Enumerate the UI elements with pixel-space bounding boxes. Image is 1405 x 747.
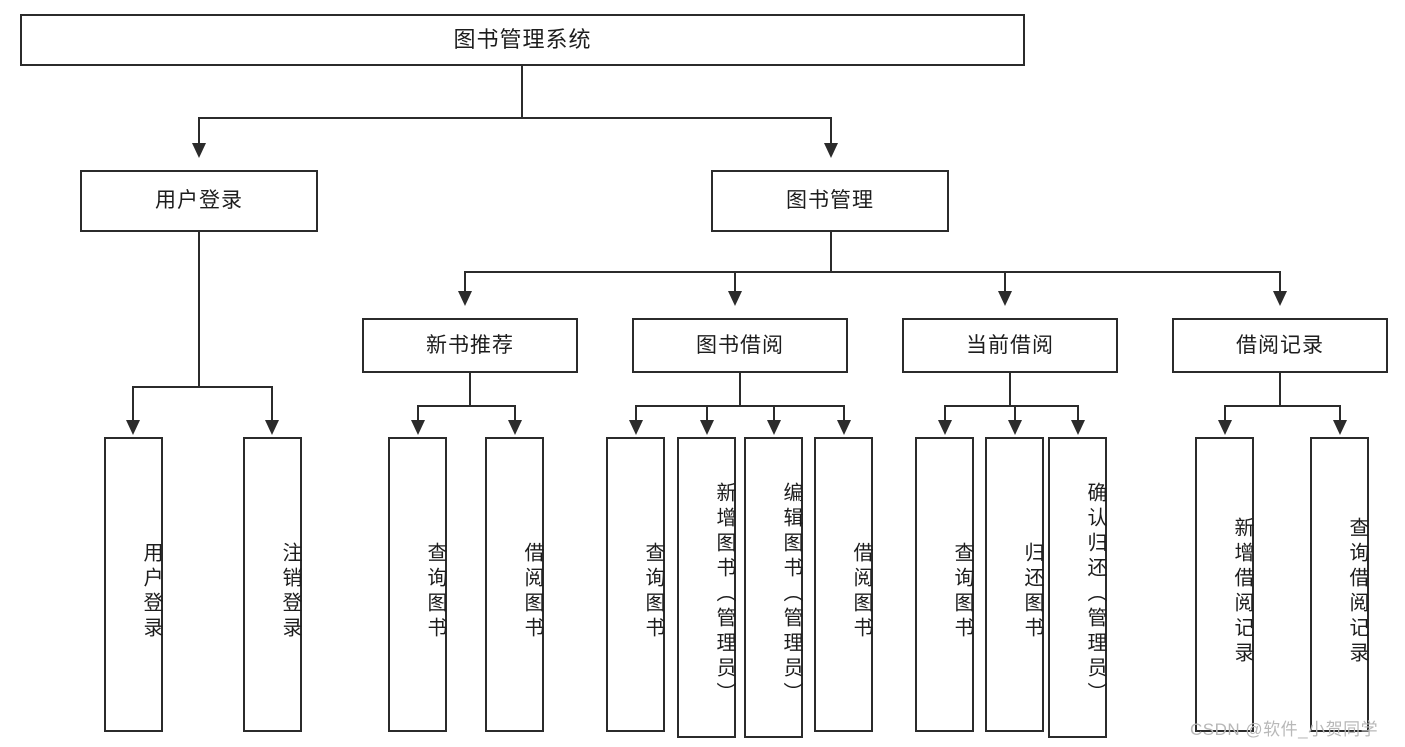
arrow-book-borrow-leaf4 <box>837 420 851 435</box>
leaf-borrow-record-add-record[interactable]: 新增借阅记录 <box>1195 437 1254 732</box>
node-label: 新书推荐 <box>426 333 514 357</box>
connector-root-to-book-mgmt <box>830 117 832 145</box>
arrow-book-borrow-leaf2 <box>700 420 714 435</box>
arrow-current-borrow-leaf2 <box>1008 420 1022 435</box>
connector-book-mgmt-to-current-borrow <box>1004 271 1006 293</box>
node-current-borrow[interactable]: 当前借阅 <box>902 318 1118 373</box>
node-label: 借阅图书 <box>850 541 872 642</box>
node-label: 查询图书 <box>424 541 446 642</box>
node-label: 用户登录 <box>140 541 162 642</box>
node-book-borrow[interactable]: 图书借阅 <box>632 318 848 373</box>
connector-borrow-record-leaf1 <box>1224 405 1226 422</box>
connector-root-stem <box>521 66 523 118</box>
arrow-borrow-record-leaf2 <box>1333 420 1347 435</box>
node-new-book-recommend[interactable]: 新书推荐 <box>362 318 578 373</box>
connector-new-book-stem <box>469 373 471 406</box>
arrow-user-login-leaf1 <box>126 420 140 435</box>
connector-current-borrow-leaf2 <box>1014 405 1016 422</box>
leaf-book-borrow-add-book-admin[interactable]: 新增图书（管理员） <box>677 437 736 738</box>
node-label: 图书借阅 <box>696 333 784 357</box>
leaf-book-borrow-query-books[interactable]: 查询图书 <box>606 437 665 732</box>
connector-current-borrow-stem <box>1009 373 1011 406</box>
arrow-new-book-leaf1 <box>411 420 425 435</box>
connector-borrow-record-leaf2 <box>1339 405 1341 422</box>
connector-book-borrow-leaf2 <box>706 405 708 422</box>
node-label: 当前借阅 <box>966 333 1054 357</box>
node-root-system[interactable]: 图书管理系统 <box>20 14 1025 66</box>
connector-book-borrow-leaf3 <box>773 405 775 422</box>
node-label: 归还图书 <box>1021 541 1043 642</box>
connector-book-borrow-leaf4 <box>843 405 845 422</box>
node-label: 新增借阅记录 <box>1231 516 1253 667</box>
leaf-book-borrow-edit-book-admin[interactable]: 编辑图书（管理员） <box>744 437 803 738</box>
arrow-borrow-record-leaf1 <box>1218 420 1232 435</box>
connector-book-borrow-bus <box>635 405 844 407</box>
arrow-new-book-leaf2 <box>508 420 522 435</box>
connector-new-book-leaf1 <box>417 405 419 422</box>
node-label: 注销登录 <box>279 541 301 642</box>
node-label: 新增图书（管理员） <box>713 482 735 707</box>
node-label: 借阅记录 <box>1236 333 1324 357</box>
leaf-borrow-record-query-record[interactable]: 查询借阅记录 <box>1310 437 1369 732</box>
arrow-book-borrow-leaf3 <box>767 420 781 435</box>
connector-book-mgmt-stem <box>830 232 832 272</box>
connector-root-to-user-login <box>198 117 200 145</box>
connector-user-login-stem <box>198 232 200 387</box>
node-borrow-record[interactable]: 借阅记录 <box>1172 318 1388 373</box>
leaf-new-book-query-books[interactable]: 查询图书 <box>388 437 447 732</box>
arrow-book-borrow-leaf1 <box>629 420 643 435</box>
node-user-login[interactable]: 用户登录 <box>80 170 318 232</box>
arrow-book-mgmt-to-book-borrow <box>728 291 742 306</box>
connector-current-borrow-bus <box>944 405 1077 407</box>
arrow-book-mgmt-to-new-book <box>458 291 472 306</box>
arrow-book-mgmt-to-current-borrow <box>998 291 1012 306</box>
connector-borrow-record-bus <box>1224 405 1340 407</box>
watermark-text: CSDN @软件_小贺同学 <box>1190 720 1379 739</box>
connector-book-borrow-leaf1 <box>635 405 637 422</box>
arrow-book-mgmt-to-borrow-record <box>1273 291 1287 306</box>
connector-book-mgmt-to-book-borrow <box>734 271 736 293</box>
node-label: 查询借阅记录 <box>1346 516 1368 667</box>
leaf-current-borrow-return-books[interactable]: 归还图书 <box>985 437 1044 732</box>
connector-current-borrow-leaf3 <box>1077 405 1079 422</box>
connector-new-book-leaf2 <box>514 405 516 422</box>
leaf-current-borrow-confirm-return-admin[interactable]: 确认归还（管理员） <box>1048 437 1107 738</box>
connector-user-login-leaf2 <box>271 386 273 422</box>
node-label: 图书管理系统 <box>453 26 592 52</box>
leaf-book-borrow-borrow-books[interactable]: 借阅图书 <box>814 437 873 732</box>
node-label: 查询图书 <box>642 541 664 642</box>
arrow-current-borrow-leaf3 <box>1071 420 1085 435</box>
node-label: 查询图书 <box>951 541 973 642</box>
connector-book-mgmt-to-new-book <box>464 271 466 293</box>
connector-user-login-bus <box>132 386 272 388</box>
connector-user-login-leaf1 <box>132 386 134 422</box>
arrow-user-login-leaf2 <box>265 420 279 435</box>
connector-borrow-record-stem <box>1279 373 1281 406</box>
leaf-new-book-borrow-books[interactable]: 借阅图书 <box>485 437 544 732</box>
node-label: 借阅图书 <box>521 541 543 642</box>
arrow-root-to-book-mgmt <box>824 143 838 158</box>
node-label: 编辑图书（管理员） <box>780 482 802 707</box>
connector-book-mgmt-bus <box>464 271 1280 273</box>
node-label: 确认归还（管理员） <box>1084 482 1106 707</box>
connector-book-borrow-stem <box>739 373 741 406</box>
node-label: 图书管理 <box>786 189 874 213</box>
leaf-user-login-login[interactable]: 用户登录 <box>104 437 163 732</box>
arrow-root-to-user-login <box>192 143 206 158</box>
connector-book-mgmt-to-borrow-record <box>1279 271 1281 293</box>
leaf-current-borrow-query-books[interactable]: 查询图书 <box>915 437 974 732</box>
node-label: 用户登录 <box>155 189 243 213</box>
connector-new-book-bus <box>417 405 515 407</box>
connector-root-bus <box>198 117 832 119</box>
leaf-user-login-logout[interactable]: 注销登录 <box>243 437 302 732</box>
node-book-management[interactable]: 图书管理 <box>711 170 949 232</box>
connector-current-borrow-leaf1 <box>944 405 946 422</box>
arrow-current-borrow-leaf1 <box>938 420 952 435</box>
